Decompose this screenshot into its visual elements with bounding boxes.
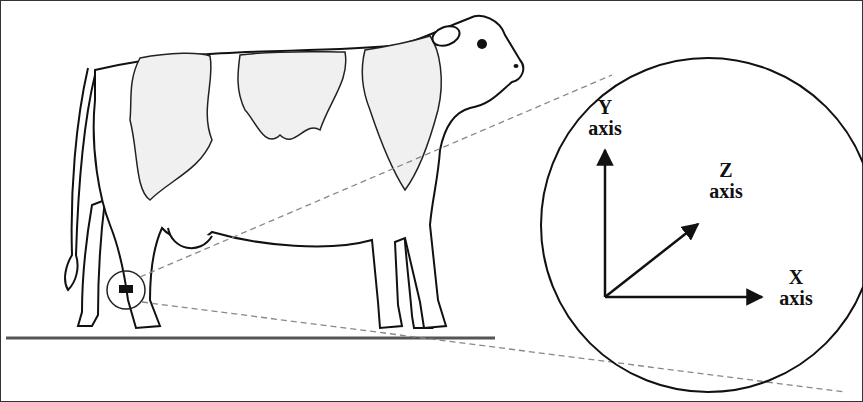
cow-spot [130,53,212,200]
sensor-band [119,285,133,293]
cow-leg [78,200,105,326]
cow-spot [362,36,441,190]
axis-label: Y axis [588,97,621,139]
zoom-leader [140,75,612,277]
axis-label: Z axis [709,160,742,202]
zoom-leader [142,302,845,392]
cow-ear [430,23,462,49]
z-axis-arrow [605,224,698,297]
cow-nostril [514,64,519,68]
circle-outline [540,57,863,393]
cow-eye [477,39,487,49]
circle-border [541,58,863,392]
cow-spot [238,52,346,140]
y-axis-arrow [604,150,607,297]
zoom-circle [107,271,145,309]
cow-body [94,16,524,328]
zoom-circle-panel: Y axis Z axis X axis [540,57,863,393]
cow-udder [168,228,212,248]
axis-label: X axis [779,267,812,309]
x-axis-arrow [605,296,762,299]
